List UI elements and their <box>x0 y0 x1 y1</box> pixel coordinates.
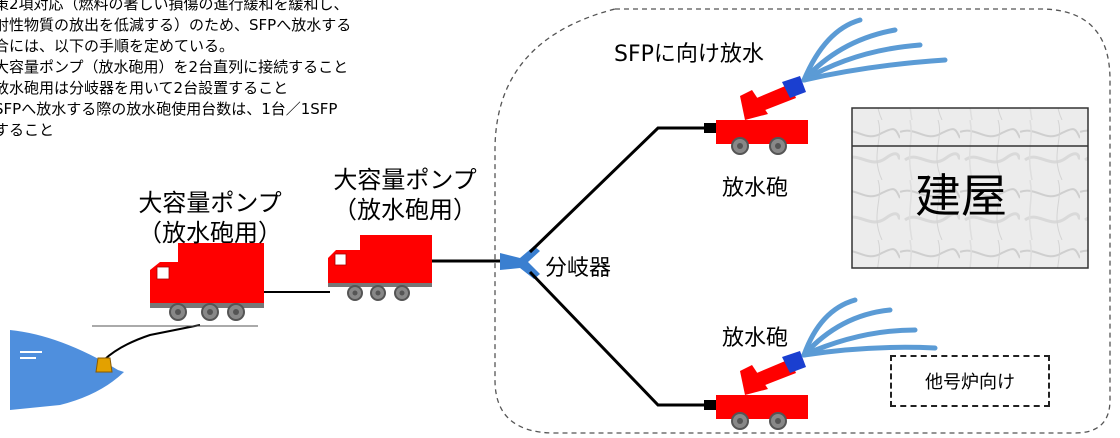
spray-top <box>801 17 948 83</box>
sfp-spray-label: SFPに向け放水 <box>614 42 764 67</box>
notes-line: 策2項対応（燃料の著しい損傷の進行緩和を緩和し、 <box>0 0 349 13</box>
pump-right-label: 大容量ポンプ （放水砲用） <box>305 165 505 225</box>
pump-left-label: 大容量ポンプ （放水砲用） <box>110 188 310 248</box>
notes-line: 射性物質の放出を低減する）のため、SFPへ放水する <box>0 16 352 34</box>
pump-truck-right <box>328 235 432 301</box>
spray-bottom <box>801 297 938 358</box>
pump-right-label-line1: 大容量ポンプ <box>333 166 477 194</box>
notes-line: すること <box>0 121 55 139</box>
splitter-label: 分岐器 <box>545 256 612 281</box>
other-units-box: 他号炉向け <box>890 355 1050 407</box>
hose-left-to-right <box>264 291 383 301</box>
notes-line: 放水砲用は分岐器を用いて2台設置すること <box>0 79 289 97</box>
suction-hose <box>103 324 201 361</box>
splitter-shape <box>500 246 540 279</box>
site-boundary <box>494 8 1111 434</box>
pump-left-label-line1: 大容量ポンプ <box>138 189 282 217</box>
submersible-pump <box>95 357 113 373</box>
notes-line: 合には、以下の手順を定めている。 <box>0 37 235 55</box>
procedure-notes: 策2項対応（燃料の著しい損傷の進行緩和を緩和し、 射性物質の放出を低減する）のた… <box>0 0 474 141</box>
water-cannon-bottom <box>704 351 808 430</box>
hose-branch-top <box>528 126 712 254</box>
cannon-top-label: 放水砲 <box>722 176 789 201</box>
notes-line: 大容量ポンプ（放水砲用）を2台直列に接続すること <box>0 58 349 76</box>
other-units-label: 他号炉向け <box>925 372 1015 393</box>
cannon-bottom-label: 放水砲 <box>722 326 789 351</box>
water-cannon-top <box>704 76 808 155</box>
pump-right-label-line2: （放水砲用） <box>333 196 477 224</box>
hose-branch-bottom <box>528 270 712 407</box>
pump-left-label-line2: （放水砲用） <box>138 219 282 247</box>
water-source <box>10 330 124 410</box>
building-label: 建屋 <box>915 169 1007 223</box>
pump-truck-left <box>150 243 264 321</box>
notes-line: SFPへ放水する際の放水砲使用台数は、1台／1SFP <box>0 100 338 118</box>
building <box>851 107 1089 269</box>
